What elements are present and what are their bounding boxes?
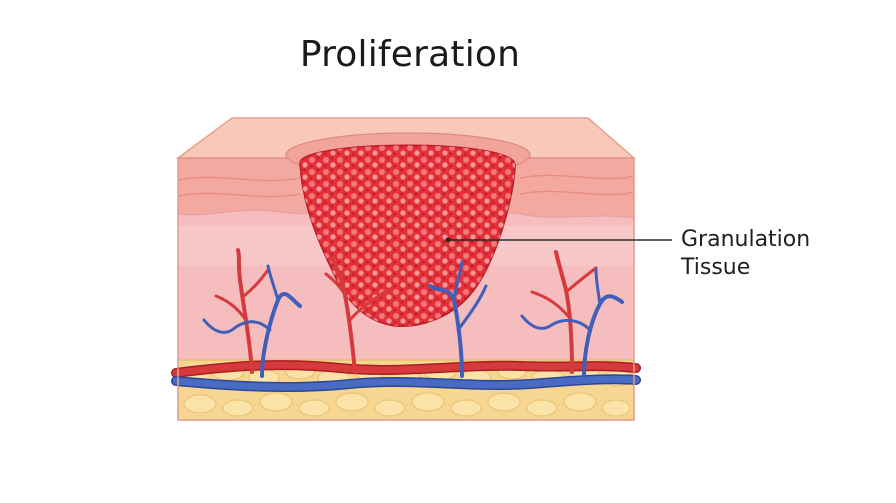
label-line-2: Tissue bbox=[681, 255, 751, 280]
diagram-title: Proliferation bbox=[299, 34, 521, 75]
center-vessel-tree bbox=[324, 256, 488, 378]
label-line-1: Granulation bbox=[681, 227, 811, 252]
granulation-tissue-label: Granulation Tissue bbox=[681, 226, 810, 282]
left-vessel-tree bbox=[202, 248, 302, 378]
label-leader-dot bbox=[445, 237, 451, 243]
right-vessel-tree bbox=[520, 250, 624, 378]
